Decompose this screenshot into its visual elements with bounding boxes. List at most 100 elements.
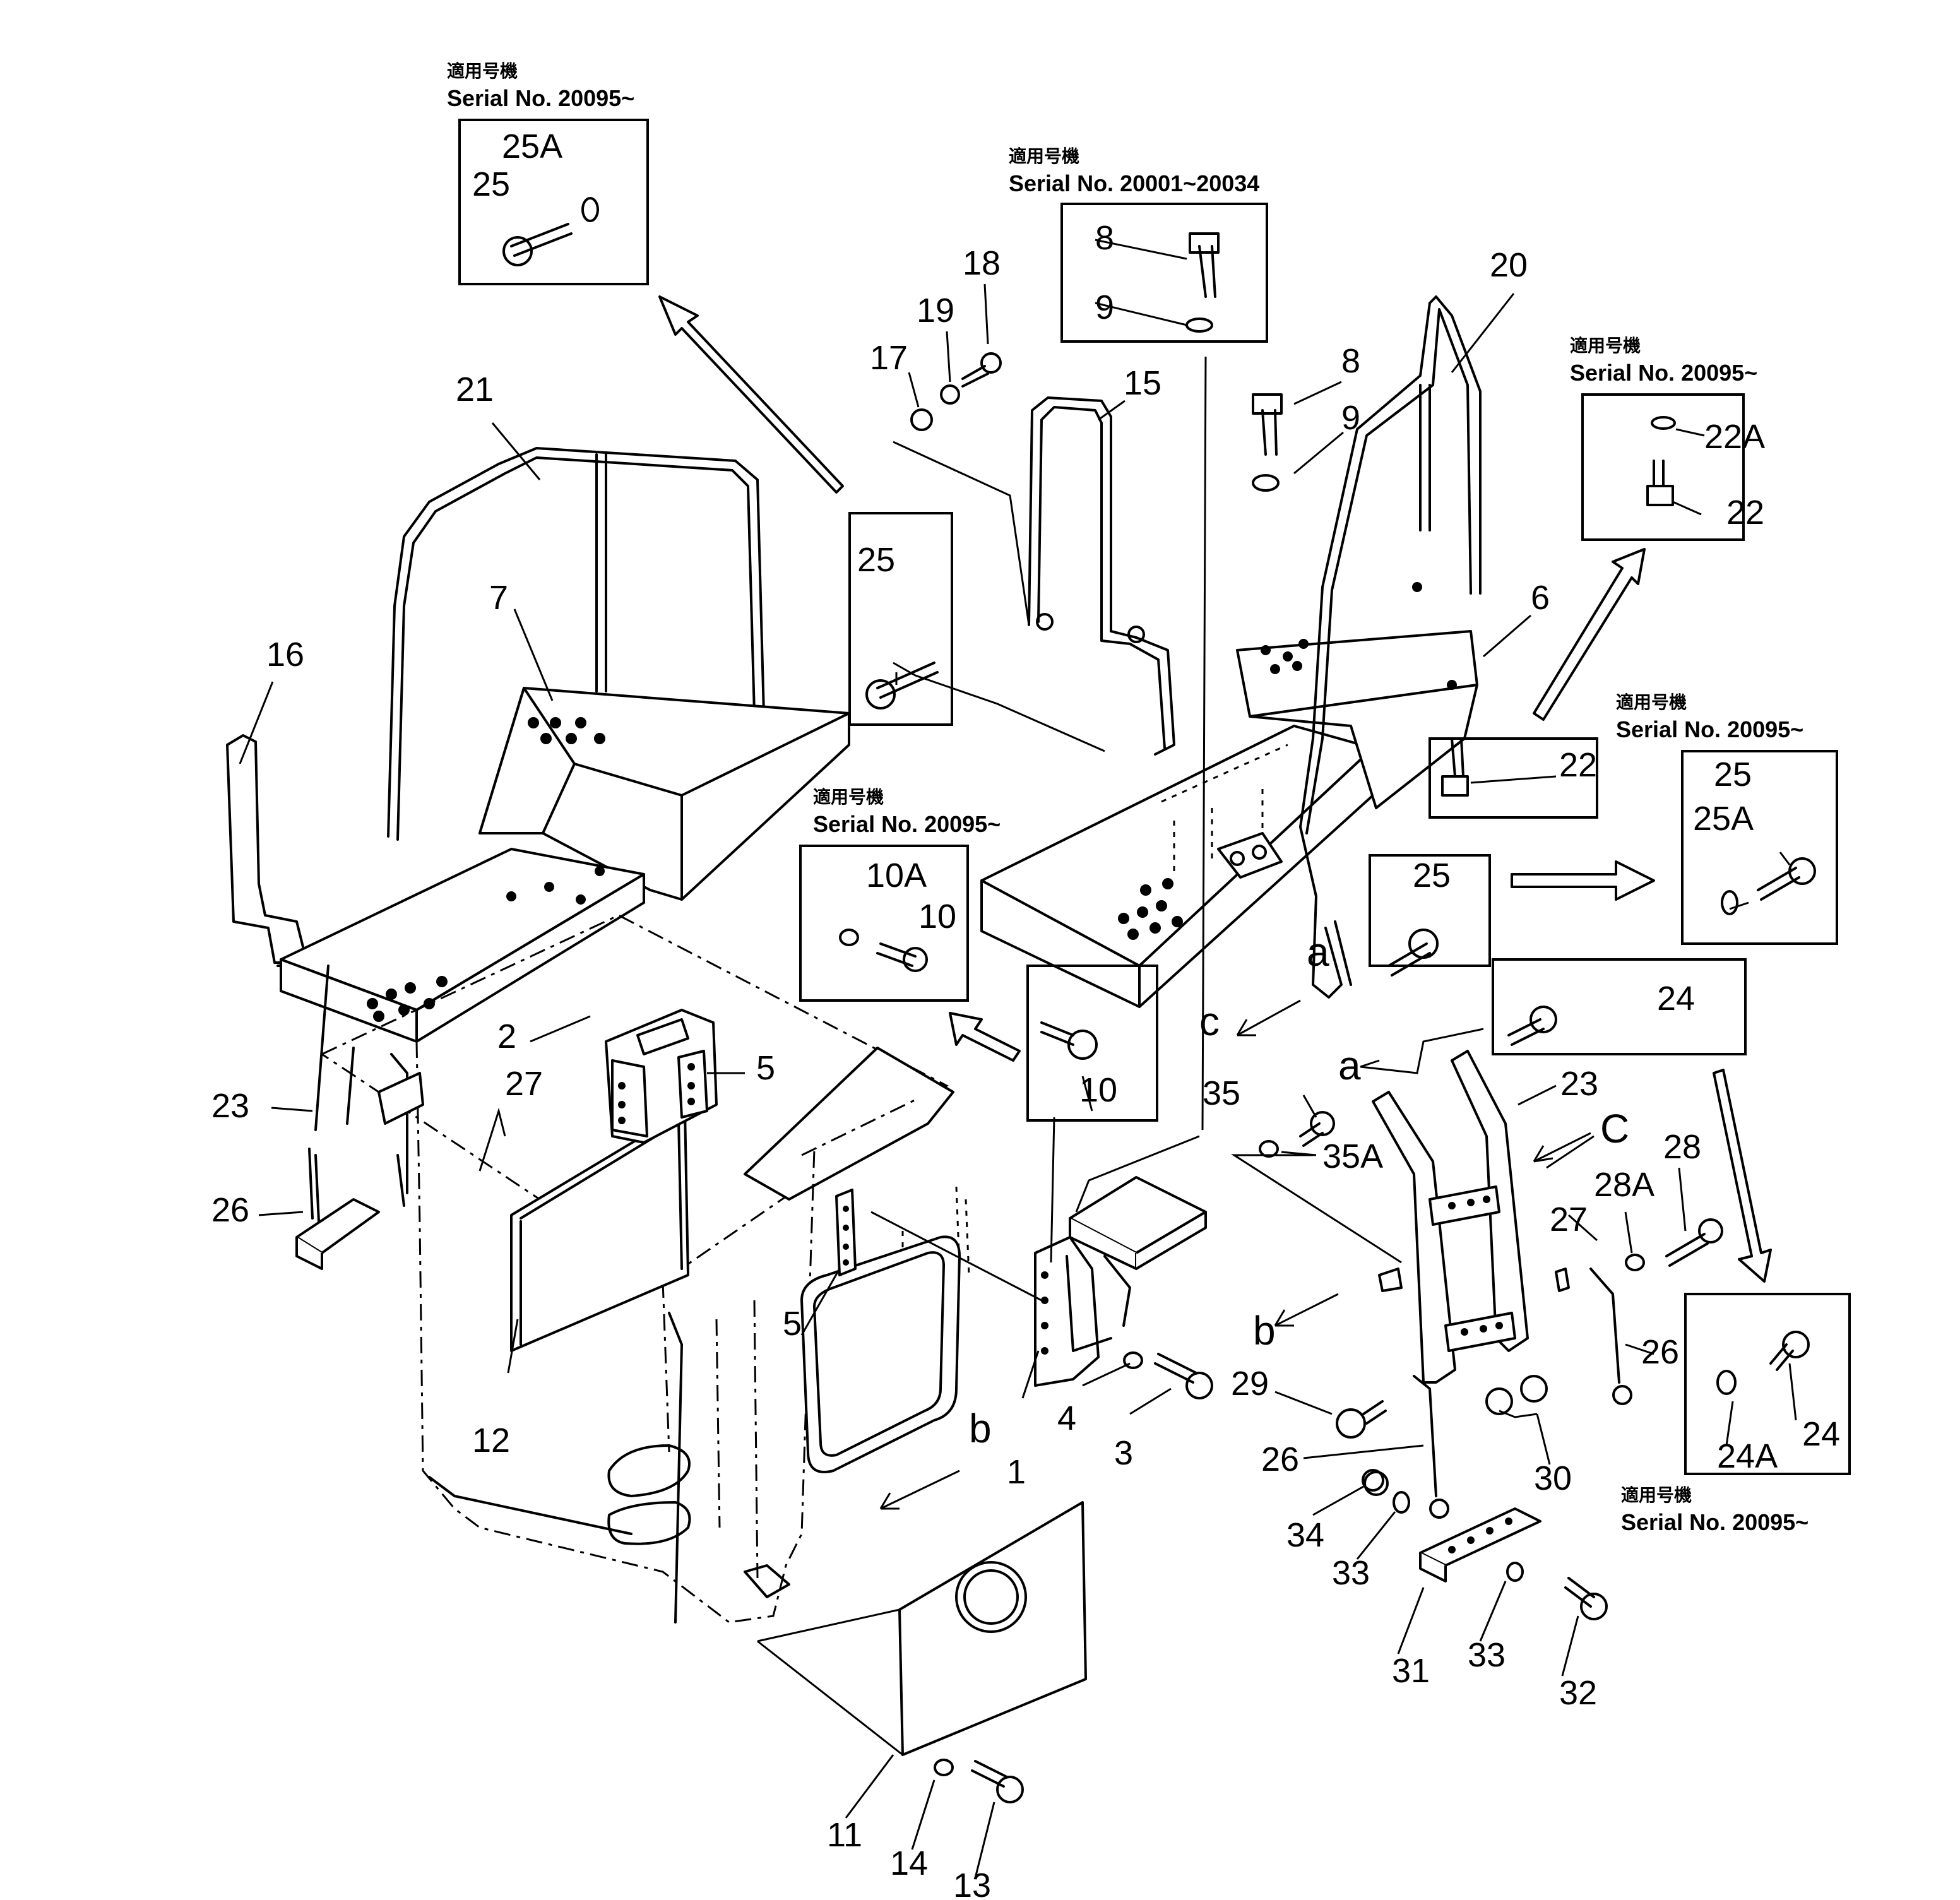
callout-24A: 24A (1717, 1437, 1778, 1475)
ref-letter-b-1: b (1253, 1308, 1276, 1353)
handrail-16 (226, 734, 330, 967)
cab-body-outline (319, 914, 970, 1624)
callout-25A-b: 25A (1693, 800, 1754, 838)
step-assembly-right (1363, 1268, 1632, 1582)
serial-note-b: Serial No. 20001~20034 (1009, 170, 1259, 196)
callout-31: 31 (1392, 1652, 1430, 1690)
callout-22-b: 22 (1559, 746, 1597, 784)
callout-26-a: 26 (211, 1191, 249, 1229)
handrail-15 (1028, 396, 1175, 756)
inset-box-25-small (1369, 854, 1491, 967)
handrail-21 (387, 447, 765, 841)
callout-23-a: 23 (211, 1087, 249, 1125)
serial-note-c: Serial No. 20095~ (1570, 360, 1757, 386)
callout-18: 18 (963, 244, 1001, 282)
serial-note-e-jp: 適用号機 (813, 787, 884, 807)
callout-27-a: 27 (505, 1065, 543, 1103)
callout-22A: 22A (1704, 418, 1765, 456)
callout-17: 17 (870, 339, 908, 377)
ref-letter-b-2: b (969, 1406, 992, 1451)
inset-boxes (458, 119, 1851, 1475)
serial-note-f-jp: 適用号機 (1621, 1485, 1692, 1505)
right-platform (980, 582, 1478, 1008)
callout-8-b: 8 (1341, 342, 1360, 380)
ref-letter-a-1: a (1307, 929, 1329, 975)
callout-28: 28 (1663, 1128, 1701, 1166)
leader-lines (239, 239, 1797, 1879)
serial-note-a: Serial No. 20095~ (447, 85, 634, 111)
handrail-20 (1299, 295, 1482, 999)
callout-26-c: 26 (1641, 1333, 1679, 1371)
inset-box-25-right (1681, 750, 1838, 945)
callout-23-b: 23 (1560, 1065, 1598, 1103)
callout-8-a: 8 (1095, 219, 1114, 257)
inset-box-10 (799, 845, 969, 1002)
callout-25A-a: 25A (502, 128, 562, 165)
callout-13: 13 (953, 1867, 991, 1900)
callout-25-b: 25 (857, 541, 895, 579)
bracket-1 (1034, 1176, 1207, 1387)
ladder-23 (1372, 1050, 1570, 1384)
callout-34: 34 (1286, 1516, 1324, 1554)
inset-box-10-lower (1026, 965, 1158, 1122)
callout-15: 15 (1124, 364, 1161, 402)
callouts: 25A 25 8 9 18 19 17 20 8 9 15 21 22A 22 … (211, 128, 1840, 1900)
callout-9-b: 9 (1341, 399, 1360, 437)
inset-box-22-mid (1428, 737, 1598, 819)
callout-35A: 35A (1322, 1137, 1383, 1175)
inset-box-24 (1492, 958, 1747, 1055)
inset-box-8-9 (1060, 203, 1268, 343)
callout-24-a: 24 (1657, 980, 1695, 1018)
callout-14: 14 (890, 1844, 928, 1882)
callout-6: 6 (1531, 579, 1550, 617)
callout-28A: 28A (1594, 1166, 1654, 1204)
callout-16: 16 (266, 636, 304, 674)
bolts (502, 197, 1816, 1803)
callout-7: 7 (489, 579, 508, 617)
serial-note-b-jp: 適用号機 (1009, 146, 1079, 166)
inset-box-25-mid (848, 512, 953, 726)
callout-21: 21 (456, 371, 494, 408)
serial-note-d: Serial No. 20095~ (1616, 716, 1803, 742)
callout-4: 4 (1057, 1399, 1076, 1437)
callout-5-a: 5 (756, 1049, 775, 1087)
callout-19: 19 (917, 292, 954, 330)
ref-letter-c-2: C (1600, 1106, 1629, 1151)
callout-3: 3 (1114, 1434, 1133, 1472)
callout-27-b: 27 (1550, 1201, 1588, 1238)
left-step-assembly (295, 965, 424, 1270)
serial-notes: 適用号機 Serial No. 20095~ 適用号機 Serial No. 2… (447, 61, 1809, 1535)
callout-25-a: 25 (472, 165, 510, 203)
left-platform (280, 848, 645, 1043)
callout-10A: 10A (866, 857, 927, 894)
callout-12: 12 (472, 1422, 510, 1459)
callout-20: 20 (1490, 246, 1528, 284)
ref-letter-c-1: c (1199, 999, 1220, 1044)
bracket-2-5 (605, 1009, 857, 1276)
callout-10-b: 10 (1079, 1071, 1117, 1109)
serial-note-e: Serial No. 20095~ (813, 811, 1001, 837)
arrows (658, 295, 1772, 1510)
callout-2: 2 (497, 1018, 516, 1055)
callout-32: 32 (1559, 1674, 1597, 1712)
callout-25-c: 25 (1714, 756, 1752, 793)
callout-22-a: 22 (1726, 494, 1764, 531)
callout-35: 35 (1203, 1074, 1240, 1112)
serial-note-f: Serial No. 20095~ (1621, 1509, 1809, 1535)
ref-letter-a-2: a (1338, 1043, 1361, 1088)
callout-25-d: 25 (1413, 857, 1451, 894)
callout-33-a: 33 (1332, 1554, 1370, 1592)
serial-note-a-jp: 適用号機 (447, 61, 518, 81)
inset-box-24-lower (1684, 1293, 1851, 1475)
inset-box-25 (458, 119, 649, 285)
callout-24-b: 24 (1802, 1415, 1840, 1453)
callout-10-a: 10 (918, 898, 956, 935)
serial-note-c-jp: 適用号機 (1570, 335, 1641, 355)
reference-letters: a a c C b b (969, 929, 1629, 1451)
inset-box-22 (1581, 393, 1745, 541)
serial-note-d-jp: 適用号機 (1616, 692, 1687, 712)
callout-11: 11 (827, 1816, 862, 1854)
callout-26-b: 26 (1261, 1440, 1299, 1478)
callout-1: 1 (1007, 1453, 1026, 1491)
